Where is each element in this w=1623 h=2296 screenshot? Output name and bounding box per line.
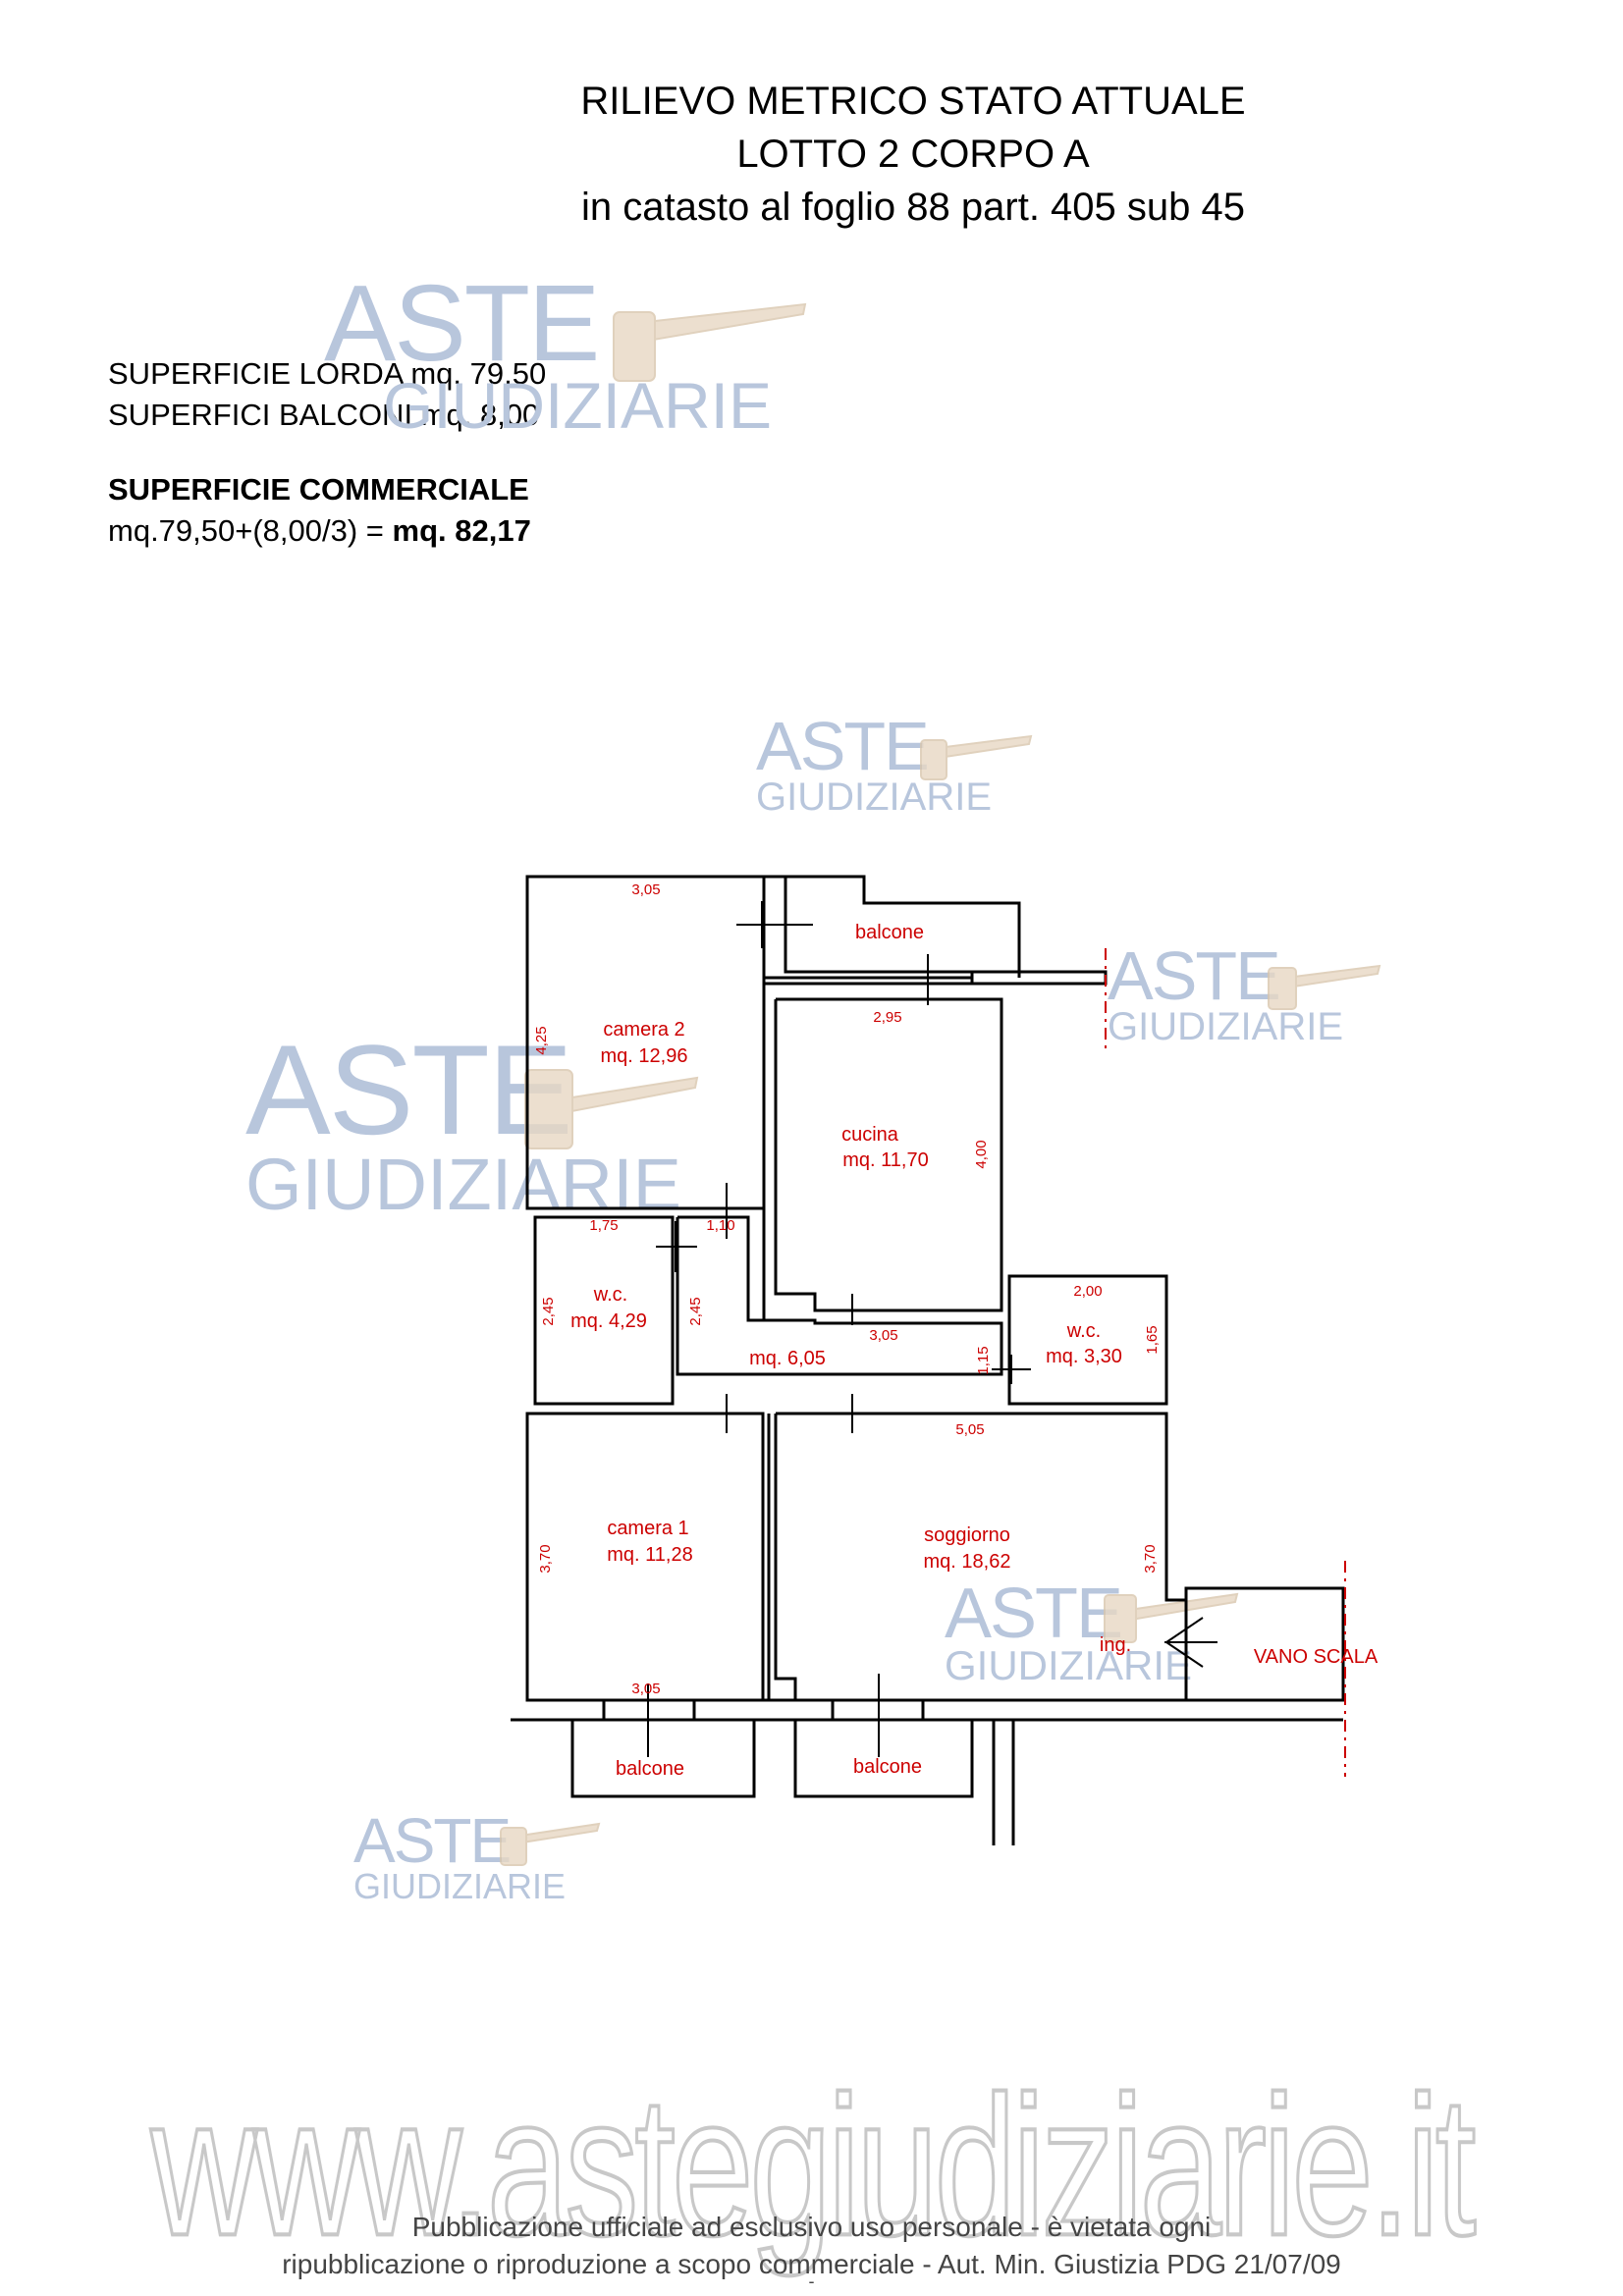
label-vano-scala: VANO SCALA <box>1254 1646 1379 1668</box>
dim-disimpegno-height: 2,45 <box>687 1297 704 1325</box>
label-camera-1-area: mq. 11,28 <box>607 1544 692 1566</box>
footer-line-2: ripubblicazione o riproduzione a scopo c… <box>282 2249 1341 2279</box>
dim-camera-1-height: 3,70 <box>537 1544 554 1573</box>
gavel-icon <box>920 739 947 780</box>
label-wc-2-area: mq. 3,30 <box>1046 1346 1122 1367</box>
dim-wc-1-height: 2,45 <box>540 1297 557 1325</box>
dim-disimpegno-length: 3,05 <box>869 1327 897 1344</box>
dim-camera-2-width: 3,05 <box>631 881 660 898</box>
wall-disimpegno <box>676 1215 1003 1376</box>
gavel-icon <box>524 1069 573 1149</box>
dim-disimpegno-depth: 1,15 <box>975 1346 992 1374</box>
label-balcone-top: balcone <box>855 922 924 943</box>
gavel-icon <box>936 734 1033 760</box>
label-camera-1-name: camera 1 <box>607 1518 688 1539</box>
door-marker <box>1165 1617 1204 1643</box>
wall-wc-right <box>1007 1274 1168 1406</box>
wall-cucina <box>774 997 1003 1312</box>
dim-soggiorno-height: 3,70 <box>1142 1544 1159 1573</box>
superfici-balconi: SUPERFICI BALCONI mq. 8,00 <box>108 398 540 432</box>
label-ingresso: ing. <box>1100 1634 1131 1656</box>
dim-cucina-height: 4,00 <box>973 1140 990 1168</box>
wall-camera-2 <box>525 875 766 1210</box>
gavel-icon <box>1104 1594 1137 1643</box>
label-disimpegno-area: mq. 6,05 <box>749 1348 826 1369</box>
gavel-icon <box>613 311 656 382</box>
label-camera-2-area: mq. 12,96 <box>601 1045 688 1067</box>
door-marker <box>1165 1641 1204 1668</box>
gavel-watermark-icons <box>500 302 1381 1866</box>
dim-disimpegno-width: 1,10 <box>706 1217 734 1234</box>
dim-wc-2-width: 2,00 <box>1073 1283 1102 1300</box>
footer-line-1: Pubblicazione ufficiale ad esclusivo uso… <box>411 2212 1212 2242</box>
wall-balcone-top <box>764 875 1021 978</box>
superficie-lorda: SUPERFICIE LORDA mq. 79,50 <box>108 356 547 391</box>
gavel-icon <box>1284 964 1381 989</box>
label-balcone-mid: balcone <box>853 1756 922 1778</box>
dim-cucina-width: 2,95 <box>873 1009 901 1026</box>
dim-camera-1-width: 3,05 <box>631 1681 660 1697</box>
dim-camera-2-height: 4,25 <box>533 1026 550 1054</box>
wall-balcone-top-rail <box>970 970 1108 986</box>
label-wc-2-name: w.c. <box>1066 1320 1101 1342</box>
gavel-icon <box>1127 1592 1239 1622</box>
watermark-url: www.astegiudiziarie.it <box>149 2053 1478 2279</box>
footer-line-3: - <box>808 2271 815 2291</box>
superficie-commerciale-title: SUPERFICIE COMMERCIALE <box>108 469 529 510</box>
commerciale-title-text: SUPERFICIE COMMERCIALE <box>108 472 529 507</box>
formula-text: mq.79,50+(8,00/3) = <box>108 513 393 548</box>
label-cucina-area: mq. 11,70 <box>842 1149 928 1171</box>
gavel-icon <box>1268 967 1297 1010</box>
dim-wc-1-width: 1,75 <box>589 1217 618 1234</box>
title-line-2: LOTTO 2 CORPO A <box>736 133 1090 176</box>
gavel-icon <box>518 1822 601 1844</box>
door-markers <box>647 901 1217 1757</box>
dim-wc-2-height: 1,65 <box>1144 1325 1161 1354</box>
formula-result: mq. 82,17 <box>392 513 531 548</box>
wall-balcone-top-inner <box>784 877 972 974</box>
gavel-icon <box>500 1827 527 1866</box>
title-line-3: in catasto al foglio 88 part. 405 sub 45 <box>580 186 1245 229</box>
title-line-1: RILIEVO METRICO STATO ATTUALE <box>580 80 1246 123</box>
section-lines <box>1105 948 1346 1777</box>
dimension-labels: 3,05 4,25 2,95 4,00 1,75 1,10 2,45 2,45 … <box>533 881 1161 1697</box>
wall-vano-scala <box>1184 1586 1345 1702</box>
label-balcone-left: balcone <box>616 1758 684 1780</box>
label-soggiorno-area: mq. 18,62 <box>924 1551 1011 1573</box>
wall-wc-left <box>533 1215 675 1406</box>
label-wc-1-name: w.c. <box>593 1284 627 1306</box>
label-cucina-name: cucina <box>841 1124 899 1146</box>
superficie-commerciale-formula: mq.79,50+(8,00/3) = mq. 82,17 <box>108 510 531 552</box>
gavel-icon <box>558 1076 699 1115</box>
label-soggiorno-name: soggiorno <box>924 1524 1010 1546</box>
dim-soggiorno-width: 5,05 <box>955 1421 984 1438</box>
room-labels: balcone camera 2 mq. 12,96 cucina mq. 11… <box>570 922 1379 1780</box>
label-wc-1-area: mq. 4,29 <box>570 1310 647 1332</box>
label-camera-2-name: camera 2 <box>603 1019 684 1041</box>
